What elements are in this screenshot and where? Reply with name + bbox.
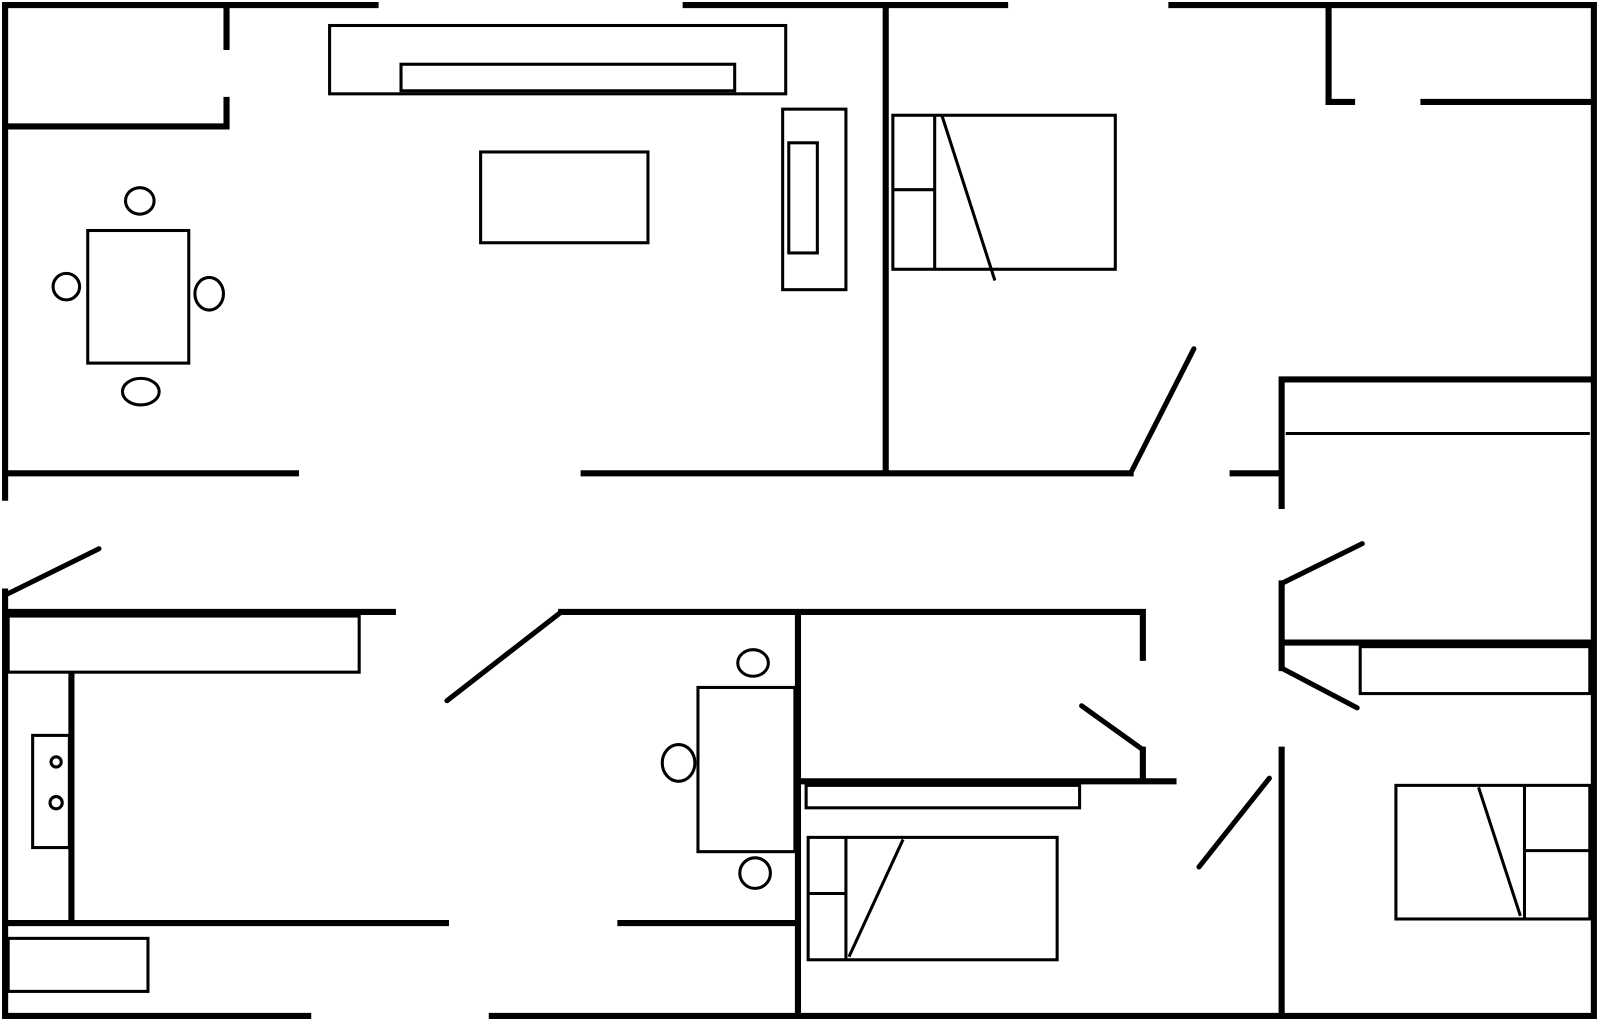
bed-bottom-middle	[804, 783, 1082, 962]
coffee-table	[479, 150, 650, 245]
desk-set	[660, 648, 797, 890]
doors	[5, 346, 1365, 870]
kitchen-counter	[6, 614, 361, 993]
dining-table-set	[51, 186, 226, 407]
bed-bottom-right	[1394, 783, 1592, 921]
tv-unit	[328, 23, 788, 96]
bed-top	[891, 113, 1117, 281]
wardrobe-right	[1285, 431, 1592, 696]
sofa	[781, 107, 848, 292]
interior-walls	[5, 5, 1593, 1019]
